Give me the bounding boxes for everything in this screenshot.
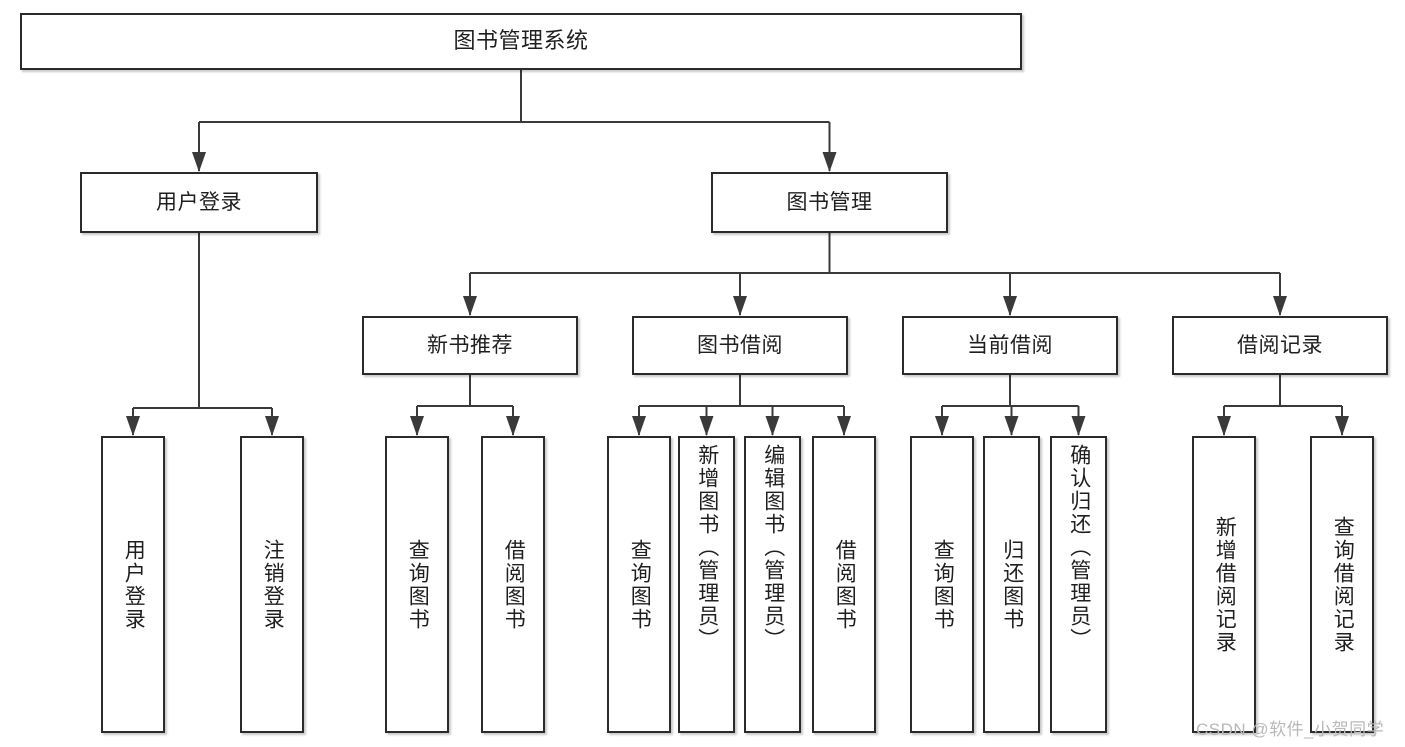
arrowhead-icon (410, 416, 424, 436)
csdn-watermark: CSDN @软件_小贺同学 (1196, 720, 1385, 739)
arrowhead-icon (765, 416, 780, 436)
node-new-book-rec[interactable]: 新书推荐 (362, 316, 578, 375)
arrowhead-icon (699, 416, 714, 436)
arrowhead-icon (126, 416, 140, 436)
arrowhead-icon (463, 296, 477, 316)
node-label: 编辑图书（管理员） (761, 444, 785, 651)
arrowhead-icon (265, 416, 279, 436)
node-label: 借阅图书 (502, 538, 526, 631)
arrowhead-icon (1004, 416, 1019, 436)
arrowhead-icon (1217, 416, 1231, 436)
node-leaf-query-book-3[interactable]: 查询图书 (910, 436, 974, 733)
node-user-login[interactable]: 用户登录 (80, 172, 318, 233)
node-leaf-edit-book[interactable]: 编辑图书（管理员） (744, 436, 801, 733)
node-leaf-query-book-1[interactable]: 查询图书 (385, 436, 449, 733)
node-leaf-add-record[interactable]: 新增借阅记录 (1192, 436, 1256, 733)
node-label: 注销登录 (261, 538, 285, 631)
node-root[interactable]: 图书管理系统 (20, 13, 1022, 70)
node-leaf-query-book-2[interactable]: 查询图书 (607, 436, 671, 733)
node-leaf-borrow-book-1[interactable]: 借阅图书 (481, 436, 545, 733)
node-label: 借阅记录 (1237, 333, 1323, 357)
node-label: 查询图书 (628, 538, 652, 631)
arrowhead-icon (733, 296, 747, 316)
node-label: 新增图书（管理员） (695, 444, 719, 651)
node-label: 当前借阅 (967, 333, 1053, 357)
arrowhead-icon (506, 416, 520, 436)
node-book-borrow[interactable]: 图书借阅 (632, 316, 848, 375)
node-book-manage[interactable]: 图书管理 (711, 172, 948, 233)
arrowhead-icon (837, 416, 851, 436)
node-leaf-borrow-book-2[interactable]: 借阅图书 (812, 436, 876, 733)
arrowhead-icon (1273, 296, 1287, 316)
node-label: 查询图书 (931, 538, 955, 631)
arrowhead-icon (935, 416, 949, 436)
node-leaf-confirm-return[interactable]: 确认归还（管理员） (1050, 436, 1107, 733)
node-label: 查询借阅记录 (1331, 515, 1355, 654)
node-label: 新增借阅记录 (1213, 515, 1237, 654)
node-leaf-query-record[interactable]: 查询借阅记录 (1310, 436, 1374, 733)
arrowhead-icon (1003, 296, 1017, 316)
node-borrow-record[interactable]: 借阅记录 (1172, 316, 1388, 375)
arrowhead-icon (632, 416, 646, 436)
arrowhead-icon (1335, 416, 1349, 436)
node-label: 新书推荐 (427, 333, 513, 357)
node-label: 借阅图书 (833, 538, 857, 631)
node-leaf-add-book[interactable]: 新增图书（管理员） (678, 436, 735, 733)
node-label: 归还图书 (1000, 538, 1024, 631)
node-label: 确认归还（管理员） (1067, 444, 1091, 651)
node-label: 图书管理系统 (453, 28, 589, 54)
arrowhead-icon (1071, 416, 1086, 436)
node-label: 图书管理 (786, 190, 873, 214)
node-label: 用户登录 (156, 190, 242, 214)
node-leaf-logout[interactable]: 注销登录 (240, 436, 304, 733)
node-label: 图书借阅 (697, 333, 783, 357)
node-current-borrow[interactable]: 当前借阅 (902, 316, 1118, 375)
node-label: 用户登录 (122, 538, 146, 631)
arrowhead-icon (822, 152, 837, 172)
node-label: 查询图书 (406, 538, 430, 631)
node-leaf-return-book[interactable]: 归还图书 (983, 436, 1040, 733)
arrowhead-icon (192, 152, 206, 172)
node-leaf-user-login[interactable]: 用户登录 (101, 436, 165, 733)
